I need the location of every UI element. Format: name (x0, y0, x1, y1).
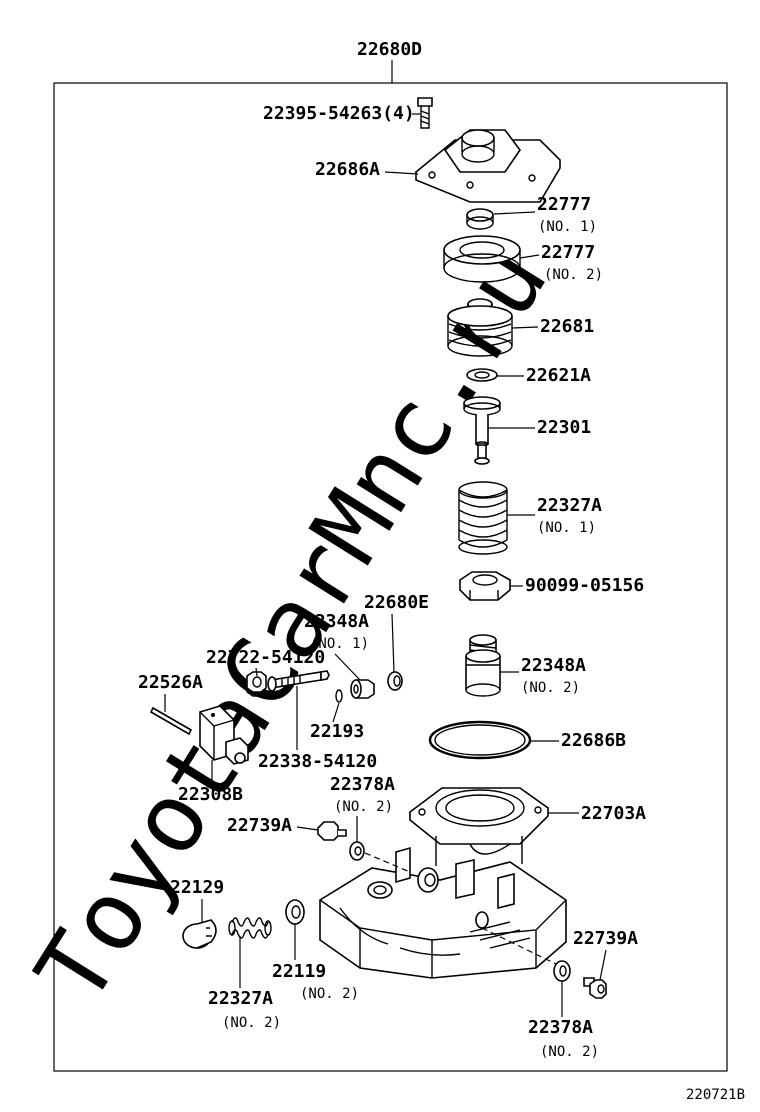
o-ring-22686b[interactable] (428, 720, 532, 760)
lever-22308b[interactable] (199, 705, 249, 765)
label-22348a-no1: 22348A (304, 611, 369, 632)
label-22129: 22129 (170, 877, 224, 898)
fitting-22348a-no2[interactable] (465, 634, 501, 697)
bolt-22739a-lower[interactable] (583, 977, 607, 999)
piston-22681[interactable] (447, 298, 513, 357)
plug-22777-no1[interactable] (466, 208, 494, 230)
label-22378a-lower: 22378A (528, 1017, 593, 1038)
washer-22119[interactable] (285, 899, 305, 925)
spring-22327a-no2[interactable] (228, 917, 272, 939)
label-90099-05156: 90099-05156 (525, 575, 644, 596)
pin-22526a[interactable] (149, 706, 193, 736)
label-22777-no1: 22777 (537, 194, 591, 215)
bolt-22739a-upper[interactable] (317, 821, 347, 841)
note-22378a-upper: (NO. 2) (334, 799, 393, 815)
label-22327a-no1: 22327A (537, 495, 602, 516)
label-22308b: 22308B (178, 784, 243, 805)
screw-22338-54120[interactable] (267, 670, 330, 692)
label-22526a: 22526A (138, 672, 203, 693)
washer-22378a-upper[interactable] (349, 841, 365, 861)
note-22327a-no2: (NO. 2) (222, 1015, 281, 1031)
label-22703a: 22703A (581, 803, 646, 824)
assembly-frame (53, 82, 728, 1072)
note-22777-no2: (NO. 2) (544, 267, 603, 283)
label-22686a: 22686A (315, 159, 380, 180)
bolt-22395[interactable] (417, 97, 433, 129)
note-22348a-no2: (NO. 2) (521, 680, 580, 696)
fitting-22348a-no1[interactable] (350, 679, 375, 699)
o-ring-22193[interactable] (335, 689, 343, 703)
note-22378a-lower: (NO. 2) (540, 1044, 599, 1060)
nut-90099-05156[interactable] (458, 571, 512, 601)
valve-22301[interactable] (463, 396, 501, 465)
assembly-part-no: 22680D (357, 39, 422, 60)
label-22301: 22301 (537, 417, 591, 438)
label-22777-no2: 22777 (541, 242, 595, 263)
note-22119: (NO. 2) (300, 986, 359, 1002)
label-22686b: 22686B (561, 730, 626, 751)
washer-22378a-lower[interactable] (553, 960, 571, 982)
diagram-id: 220721B (686, 1087, 745, 1103)
label-22739a-lower: 22739A (573, 928, 638, 949)
label-22348a-no2: 22348A (521, 655, 586, 676)
label-22395: 22395-54263(4) (263, 103, 415, 124)
label-22681: 22681 (540, 316, 594, 337)
washer-22621a[interactable] (466, 368, 498, 382)
note-22777-no1: (NO. 1) (538, 219, 597, 235)
washer-22680e[interactable] (387, 671, 403, 691)
label-22119: 22119 (272, 961, 326, 982)
label-22739a-upper: 22739A (227, 815, 292, 836)
label-22327a-no2: 22327A (208, 988, 273, 1009)
label-22193: 22193 (310, 721, 364, 742)
nut-22722-54120[interactable] (246, 671, 267, 697)
label-22338-54120: 22338-54120 (258, 751, 377, 772)
label-22378a-upper: 22378A (330, 774, 395, 795)
spring-22327a-no1[interactable] (458, 481, 508, 555)
label-22680e: 22680E (364, 592, 429, 613)
note-22348a-no1: (NO. 1) (310, 636, 369, 652)
cover-22686a[interactable] (414, 129, 562, 203)
note-22327a-no1: (NO. 1) (537, 520, 596, 536)
plug-22129[interactable] (182, 919, 217, 949)
ring-22777-no2[interactable] (443, 235, 521, 283)
label-22621a: 22621A (526, 365, 591, 386)
label-22722-54120: 22722-54120 (206, 647, 325, 668)
housing-22703a[interactable] (319, 787, 567, 979)
